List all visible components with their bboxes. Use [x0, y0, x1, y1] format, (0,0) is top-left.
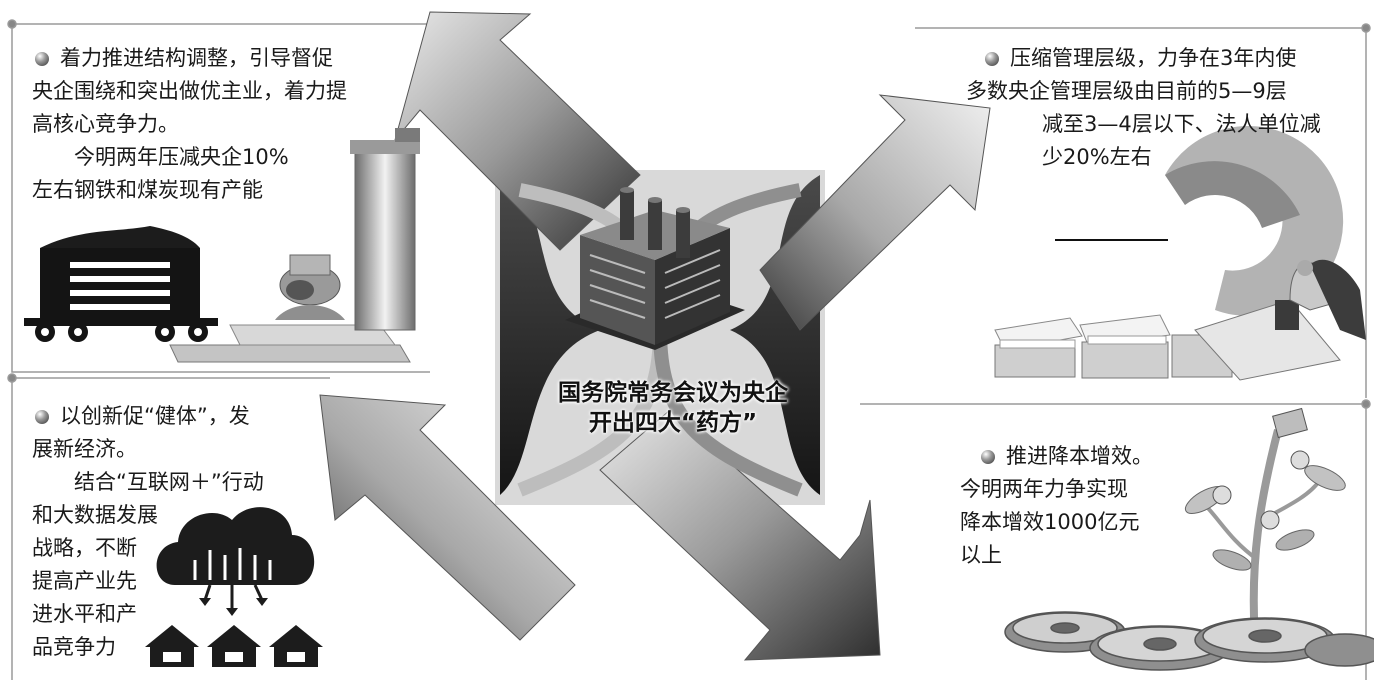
document-stack-icon: [994, 314, 1233, 379]
bottom-left-line-3: 结合“互联网＋”行动: [74, 470, 264, 494]
top-right-line-4: 少20%左右: [1042, 145, 1152, 169]
bottom-left-line-1: 以创新促“健体”，发: [60, 404, 250, 428]
bottom-left-line-7: 进水平和产: [32, 602, 137, 626]
bullet-dot-icon: [32, 410, 54, 424]
top-left-line-2: 央企围绕和突出做优主业，着力提: [32, 79, 347, 103]
center-title-line-2: 开出四大“药方”: [588, 410, 758, 436]
top-right-line-2: 多数央企管理层级由目前的5—9层: [966, 79, 1287, 103]
steel-mill-icon: [169, 128, 420, 363]
bottom-right-line-1: 推进降本增效。: [1006, 444, 1153, 468]
bullet-dot-icon: [978, 450, 1000, 464]
bottom-right-line-2: 今明两年力争实现: [960, 477, 1128, 501]
top-left-line-1: 着力推进结构调整，引导督促: [60, 46, 333, 70]
center-title: 国务院常务会议为央企 开出四大“药方”: [528, 378, 818, 438]
bottom-right-text: 推进降本增效。 今明两年力争实现 降本增效1000亿元 以上: [960, 440, 1153, 572]
panel-frames: [7, 19, 1371, 680]
top-left-line-3: 高核心竞争力。: [32, 112, 179, 136]
bottom-left-line-5: 战略，不断: [32, 536, 137, 560]
gear-icon: [1004, 611, 1374, 671]
bottom-left-line-2: 展新经济。: [32, 437, 137, 461]
money-tree-icon: [1184, 407, 1346, 641]
bottom-left-line-6: 提高产业先: [32, 569, 137, 593]
top-left-line-4: 今明两年压减央企10%: [74, 145, 289, 169]
top-right-line-1: 压缩管理层级，力争在3年内使: [1010, 46, 1297, 70]
bottom-left-text: 以创新促“健体”，发 展新经济。 结合“互联网＋”行动 和大数据发展 战略，不断…: [32, 400, 264, 664]
arrow-down-left: [319, 394, 576, 641]
hand-stamp-icon: [1194, 259, 1366, 381]
top-left-text: 着力推进结构调整，引导督促 央企围绕和突出做优主业，着力提 高核心竞争力。 今明…: [32, 42, 347, 207]
house-icon: [145, 625, 323, 667]
factory-building-icon: [565, 187, 745, 350]
bullet-dot-icon: [32, 52, 54, 66]
cloud-data-icon: [156, 507, 315, 616]
bullet-dot-icon: [982, 52, 1004, 66]
center-title-line-1: 国务院常务会议为央企: [558, 380, 788, 406]
top-right-line-3: 减至3—4层以下、法人单位减: [1042, 112, 1321, 136]
bottom-right-line-3: 降本增效1000亿元: [960, 510, 1140, 534]
bottom-left-line-8: 品竞争力: [32, 635, 116, 659]
arrow-up-right: [759, 94, 991, 331]
top-left-line-5: 左右钢铁和煤炭现有产能: [32, 178, 263, 202]
top-right-text: 压缩管理层级，力争在3年内使 多数央企管理层级由目前的5—9层 减至3—4层以下…: [966, 42, 1321, 174]
coal-train-car-icon: [24, 226, 218, 342]
bottom-right-line-4: 以上: [960, 543, 1002, 567]
arrow-down-right: [599, 409, 881, 661]
bottom-left-line-4: 和大数据发展: [32, 503, 158, 527]
